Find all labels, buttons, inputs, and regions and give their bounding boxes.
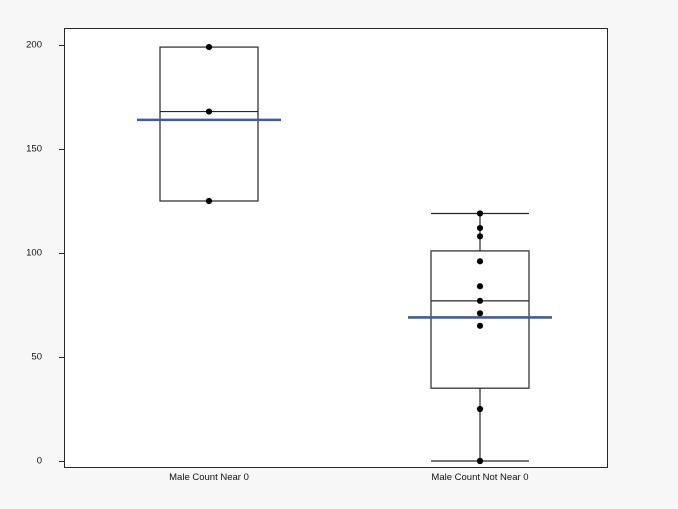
x-axis-category-label: Male Count Not Near 0 bbox=[431, 472, 529, 483]
data-point bbox=[476, 457, 484, 465]
y-tick-mark bbox=[59, 357, 64, 358]
box bbox=[159, 46, 259, 202]
data-point bbox=[205, 197, 213, 205]
data-point bbox=[476, 322, 484, 329]
data-point bbox=[476, 405, 484, 413]
data-point bbox=[476, 224, 484, 232]
y-tick-label: 0 bbox=[36, 455, 42, 467]
y-tick-label: 200 bbox=[26, 39, 42, 51]
data-point bbox=[476, 210, 484, 217]
data-point bbox=[476, 258, 484, 265]
y-tick-mark bbox=[59, 461, 64, 462]
y-tick-mark bbox=[59, 45, 64, 46]
y-tick-label: 50 bbox=[31, 351, 42, 363]
y-axis-ticks: 0 50 100 150 200 bbox=[0, 0, 64, 509]
data-point bbox=[476, 310, 484, 317]
plot-area bbox=[64, 28, 608, 468]
x-axis-category-label: Male Count Near 0 bbox=[169, 472, 249, 483]
data-point bbox=[205, 43, 213, 51]
y-tick-label: 100 bbox=[26, 247, 42, 259]
data-point bbox=[476, 283, 484, 290]
box bbox=[430, 250, 530, 389]
data-point bbox=[476, 297, 484, 304]
data-point bbox=[476, 233, 484, 240]
data-point bbox=[205, 108, 213, 115]
y-tick-mark bbox=[59, 253, 64, 254]
y-tick-mark bbox=[59, 149, 64, 150]
y-tick-label: 150 bbox=[26, 143, 42, 155]
